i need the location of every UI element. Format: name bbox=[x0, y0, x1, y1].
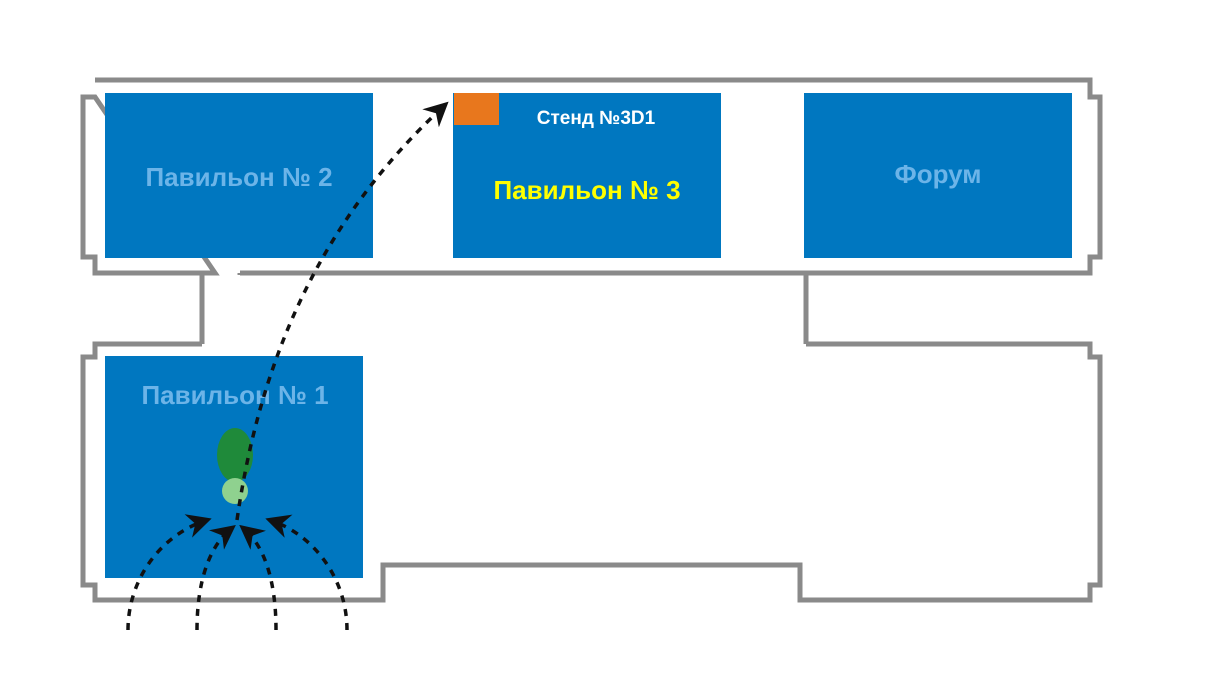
building-walls bbox=[80, 77, 1103, 603]
lower-wing-wall bbox=[80, 341, 1103, 603]
stand-3d1-label: Стенд №3D1 bbox=[537, 108, 656, 129]
entry-arrow-3 bbox=[239, 524, 278, 631]
pavilion-2-hall[interactable] bbox=[105, 93, 373, 258]
connector-corridor-wall bbox=[199, 273, 243, 344]
main-route-arrow bbox=[235, 101, 449, 521]
footprint-icon bbox=[217, 428, 253, 504]
upper-wing-wall bbox=[80, 77, 1103, 276]
entry-arrow-2 bbox=[195, 525, 236, 631]
pavilion-2-label: Павильон № 2 bbox=[145, 162, 332, 192]
entry-arrow-4 bbox=[265, 514, 349, 631]
forum-hall[interactable] bbox=[804, 93, 1072, 258]
forum-label: Форум bbox=[895, 159, 982, 189]
route-paths bbox=[126, 101, 449, 631]
entry-arrow-1 bbox=[126, 514, 212, 631]
pavilion-1-label: Павильон № 1 bbox=[141, 380, 328, 410]
pavilion-3-label: Павильон № 3 bbox=[493, 175, 680, 205]
stand-3d1-marker[interactable] bbox=[454, 93, 499, 125]
